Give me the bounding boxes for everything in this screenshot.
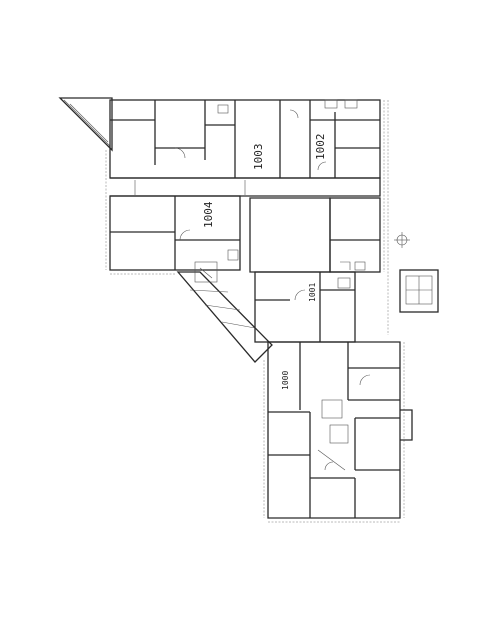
north-arrow-icon [394,232,410,248]
upper-wedge [58,97,113,152]
diagonal-wing [176,261,273,363]
lower-block [267,341,401,519]
room-label-1003: 1003 [252,144,265,171]
mid-right-block [249,197,381,273]
room-label-1001: 1001 [308,283,317,302]
room-label-1000: 1000 [281,371,290,390]
exterior-hatching [105,100,405,523]
center-block [254,271,356,343]
lower-right-bump [400,409,413,441]
key-plan [399,269,439,313]
mid-left-block [109,195,241,271]
upper-block [109,99,381,179]
room-label-1004: 1004 [202,201,215,228]
room-label-1002: 1002 [314,134,327,161]
central-corridor [110,177,381,197]
